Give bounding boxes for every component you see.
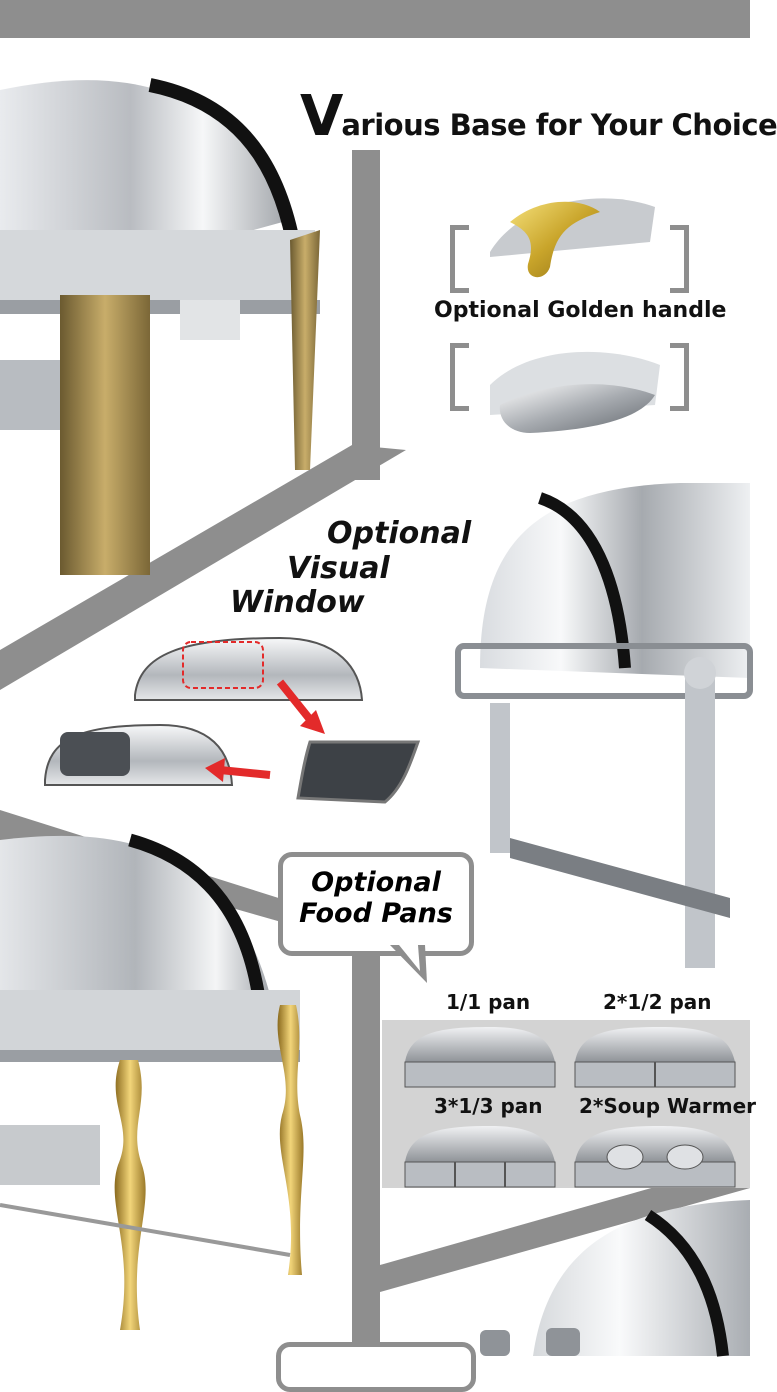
pan-thumbnails bbox=[404, 1027, 736, 1188]
top-banner-bar bbox=[0, 0, 750, 38]
bubble-tail bbox=[390, 945, 427, 983]
golden-handle-image bbox=[490, 198, 655, 278]
chafing-dish-silver-image bbox=[455, 483, 753, 968]
stripe-vertical-top bbox=[352, 150, 380, 480]
pan-option-4: 2*Soup Warmer bbox=[579, 1094, 757, 1118]
golden-handle-label: Optional Golden handle bbox=[434, 298, 727, 323]
pan-option-1: 1/1 pan bbox=[446, 990, 531, 1014]
food-pans-line2: Food Pans bbox=[299, 898, 453, 929]
visual-window-line2: Visual bbox=[287, 551, 390, 586]
title-rest: arious Base for Your Choice bbox=[341, 108, 777, 142]
page-title: Various Base for Your Choice bbox=[300, 84, 777, 149]
bracket-left-top bbox=[450, 225, 469, 293]
pan-option-3: 3*1/3 pan bbox=[434, 1094, 543, 1118]
chafing-dish-ornate-gold-image bbox=[0, 833, 304, 1330]
stripe-vertical-bottom bbox=[352, 940, 380, 1356]
pan-thumb-3 bbox=[404, 1126, 556, 1188]
bottom-bubble-partial bbox=[276, 1342, 476, 1392]
title-first-letter: V bbox=[300, 84, 343, 149]
pan-thumb-4 bbox=[574, 1126, 736, 1188]
food-pans-line1: Optional bbox=[311, 867, 441, 898]
chafing-dish-gold-legs-image bbox=[0, 78, 320, 575]
food-pans-bubble: Optional Food Pans bbox=[278, 852, 474, 956]
bracket-right-top bbox=[670, 225, 689, 293]
visual-window-lid-image bbox=[44, 636, 421, 804]
stripe-diagonal-bottom bbox=[380, 1160, 750, 1292]
pan-thumb-2 bbox=[574, 1027, 736, 1088]
visual-window-line3: Window bbox=[230, 585, 365, 620]
pan-thumb-1 bbox=[404, 1027, 556, 1088]
chafing-dish-bottom-partial-image bbox=[480, 1200, 750, 1357]
bracket-left-bottom bbox=[450, 343, 469, 411]
silver-handle-image bbox=[490, 351, 660, 433]
stripe-diagonal-upper bbox=[0, 445, 406, 690]
bracket-right-bottom bbox=[670, 343, 689, 411]
pan-option-2: 2*1/2 pan bbox=[603, 990, 712, 1014]
visual-window-line1: Optional bbox=[327, 516, 472, 551]
